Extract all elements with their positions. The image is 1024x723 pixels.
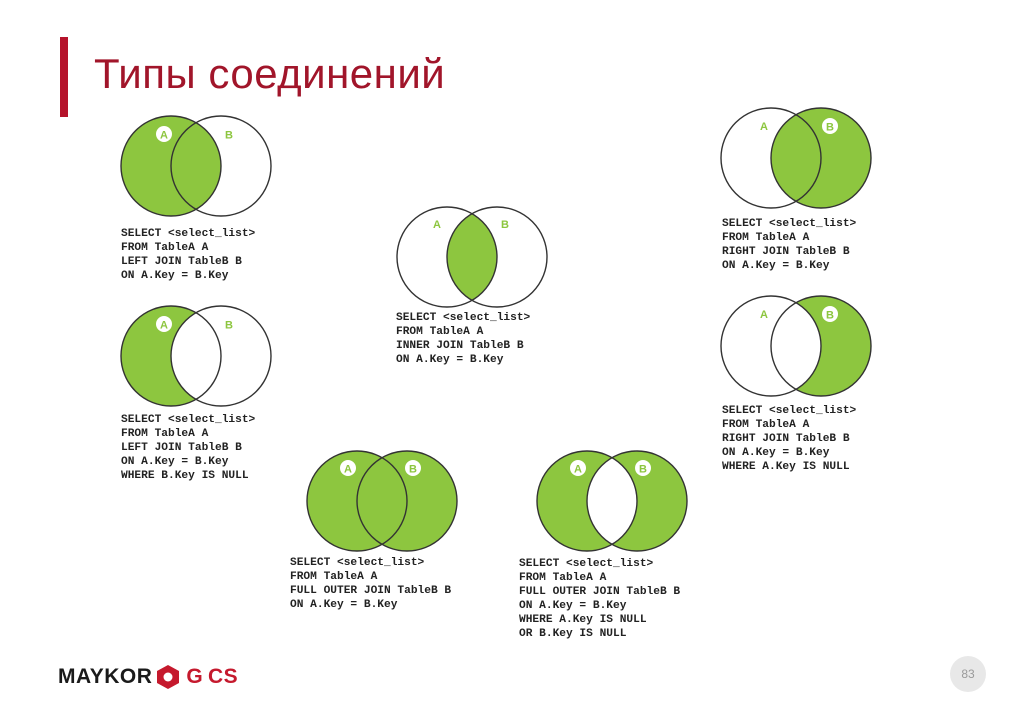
venn-full-outer-join: A B bbox=[306, 450, 458, 552]
label-a-badge bbox=[156, 126, 172, 142]
venn-full-outer-join-null: A B bbox=[536, 450, 688, 552]
label-b: B bbox=[639, 464, 647, 476]
venn-left-join-null: A B bbox=[120, 305, 272, 407]
venn-right-join: A B bbox=[720, 107, 872, 209]
label-a: A bbox=[760, 309, 768, 321]
label-a: A bbox=[760, 121, 768, 133]
venn-left-join: A B bbox=[120, 115, 272, 217]
label-b: B bbox=[826, 310, 834, 322]
label-a-badge bbox=[156, 316, 172, 332]
logo-text-left: MAYKOR bbox=[58, 665, 153, 688]
page-number: 83 bbox=[950, 656, 986, 692]
venn-circle-a-outline bbox=[396, 206, 498, 308]
venn-inner-join: A B bbox=[396, 206, 548, 308]
label-b: B bbox=[501, 219, 509, 231]
venn-circle-b-outline bbox=[170, 115, 272, 217]
slide-title: Типы соединений bbox=[94, 50, 446, 97]
venn-circle-b-outline bbox=[446, 206, 548, 308]
label-a-badge bbox=[340, 460, 356, 476]
label-a: A bbox=[574, 464, 582, 476]
label-b: B bbox=[826, 122, 834, 134]
label-a: A bbox=[433, 219, 441, 231]
venn-intersection-blank bbox=[771, 296, 821, 396]
label-a: A bbox=[344, 464, 352, 476]
label-b-badge bbox=[822, 306, 838, 322]
hexagon-logo-icon bbox=[157, 665, 180, 689]
label-b-badge bbox=[822, 118, 838, 134]
venn-intersection bbox=[447, 207, 497, 307]
venn-intersection-blank bbox=[171, 306, 221, 406]
venn-circle-a-outline bbox=[720, 107, 822, 209]
title-accent-bar bbox=[60, 37, 68, 117]
label-b-badge bbox=[405, 460, 421, 476]
label-b: B bbox=[409, 464, 417, 476]
label-b: B bbox=[225, 130, 233, 142]
logo-text-right: G CS bbox=[186, 665, 239, 688]
venn-right-join-null: A B bbox=[720, 295, 872, 397]
label-b-badge bbox=[635, 460, 651, 476]
label-a: A bbox=[160, 130, 168, 142]
venn-circle-a-outline bbox=[720, 295, 822, 397]
venn-intersection-blank bbox=[587, 451, 637, 551]
label-a-badge bbox=[570, 460, 586, 476]
label-a: A bbox=[160, 320, 168, 332]
venn-circle-b-outline bbox=[170, 305, 272, 407]
company-logo: MAYKOR G CS bbox=[58, 662, 238, 692]
label-b: B bbox=[225, 320, 233, 332]
